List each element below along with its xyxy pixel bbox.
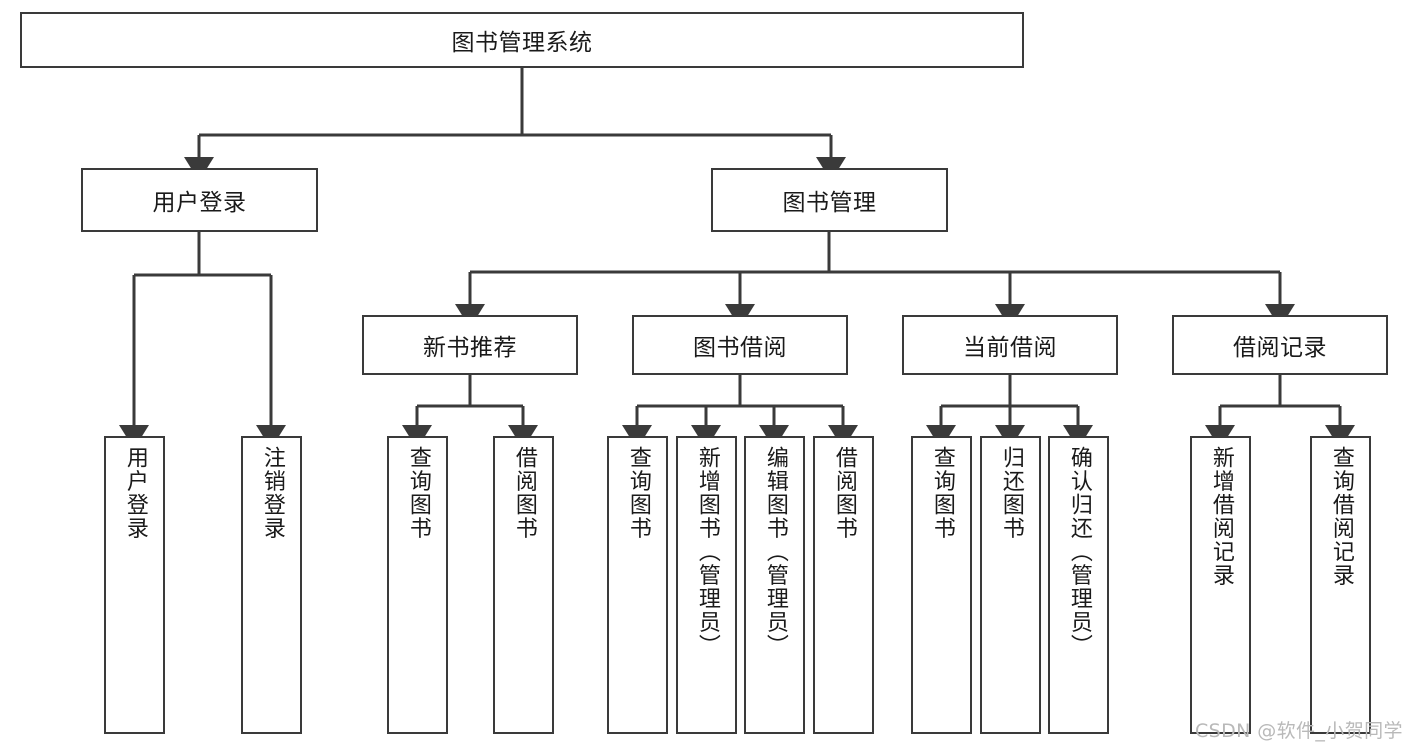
node-leaf-query-book-2-label: 查询图书	[625, 446, 651, 540]
node-leaf-logout-label: 注销登录	[259, 446, 285, 540]
node-leaf-logout[interactable]: 注销登录	[241, 436, 302, 734]
node-borrow-record-label: 借阅记录	[1233, 335, 1327, 361]
node-book-borrow-label: 图书借阅	[693, 335, 787, 361]
node-leaf-return-book-label: 归还图书	[998, 446, 1024, 540]
node-current-borrow[interactable]: 当前借阅	[902, 315, 1118, 375]
node-leaf-query-book-2[interactable]: 查询图书	[607, 436, 668, 734]
node-leaf-edit-book-label: 编辑图书（管理员）	[762, 446, 788, 658]
node-new-book-rec-label: 新书推荐	[423, 335, 517, 361]
node-leaf-confirm-return-label: 确认归还（管理员）	[1066, 446, 1092, 658]
node-current-borrow-label: 当前借阅	[963, 335, 1057, 361]
node-leaf-borrow-book-2[interactable]: 借阅图书	[813, 436, 874, 734]
node-root[interactable]: 图书管理系统	[20, 12, 1024, 68]
node-leaf-user-login[interactable]: 用户登录	[104, 436, 165, 734]
node-leaf-query-record[interactable]: 查询借阅记录	[1310, 436, 1371, 734]
node-leaf-add-book-label: 新增图书（管理员）	[694, 446, 720, 658]
node-user-login-label: 用户登录	[152, 190, 247, 216]
node-book-borrow[interactable]: 图书借阅	[632, 315, 848, 375]
node-user-login[interactable]: 用户登录	[81, 168, 318, 232]
node-book-manage-label: 图书管理	[782, 190, 877, 216]
node-leaf-query-book-1[interactable]: 查询图书	[387, 436, 448, 734]
node-leaf-query-book-3-label: 查询图书	[929, 446, 955, 540]
node-leaf-borrow-book-1-label: 借阅图书	[511, 446, 537, 540]
node-leaf-confirm-return[interactable]: 确认归还（管理员）	[1048, 436, 1109, 734]
node-leaf-add-book[interactable]: 新增图书（管理员）	[676, 436, 737, 734]
node-book-manage[interactable]: 图书管理	[711, 168, 948, 232]
node-leaf-edit-book[interactable]: 编辑图书（管理员）	[744, 436, 805, 734]
node-leaf-add-record[interactable]: 新增借阅记录	[1190, 436, 1251, 734]
node-root-label: 图书管理系统	[451, 30, 593, 56]
node-leaf-return-book[interactable]: 归还图书	[980, 436, 1041, 734]
node-leaf-user-login-label: 用户登录	[122, 446, 148, 540]
node-borrow-record[interactable]: 借阅记录	[1172, 315, 1388, 375]
node-leaf-query-book-1-label: 查询图书	[405, 446, 431, 540]
node-leaf-query-book-3[interactable]: 查询图书	[911, 436, 972, 734]
node-leaf-borrow-book-1[interactable]: 借阅图书	[493, 436, 554, 734]
node-new-book-rec[interactable]: 新书推荐	[362, 315, 578, 375]
node-leaf-query-record-label: 查询借阅记录	[1328, 446, 1354, 587]
node-leaf-borrow-book-2-label: 借阅图书	[831, 446, 857, 540]
node-leaf-add-record-label: 新增借阅记录	[1208, 446, 1234, 587]
